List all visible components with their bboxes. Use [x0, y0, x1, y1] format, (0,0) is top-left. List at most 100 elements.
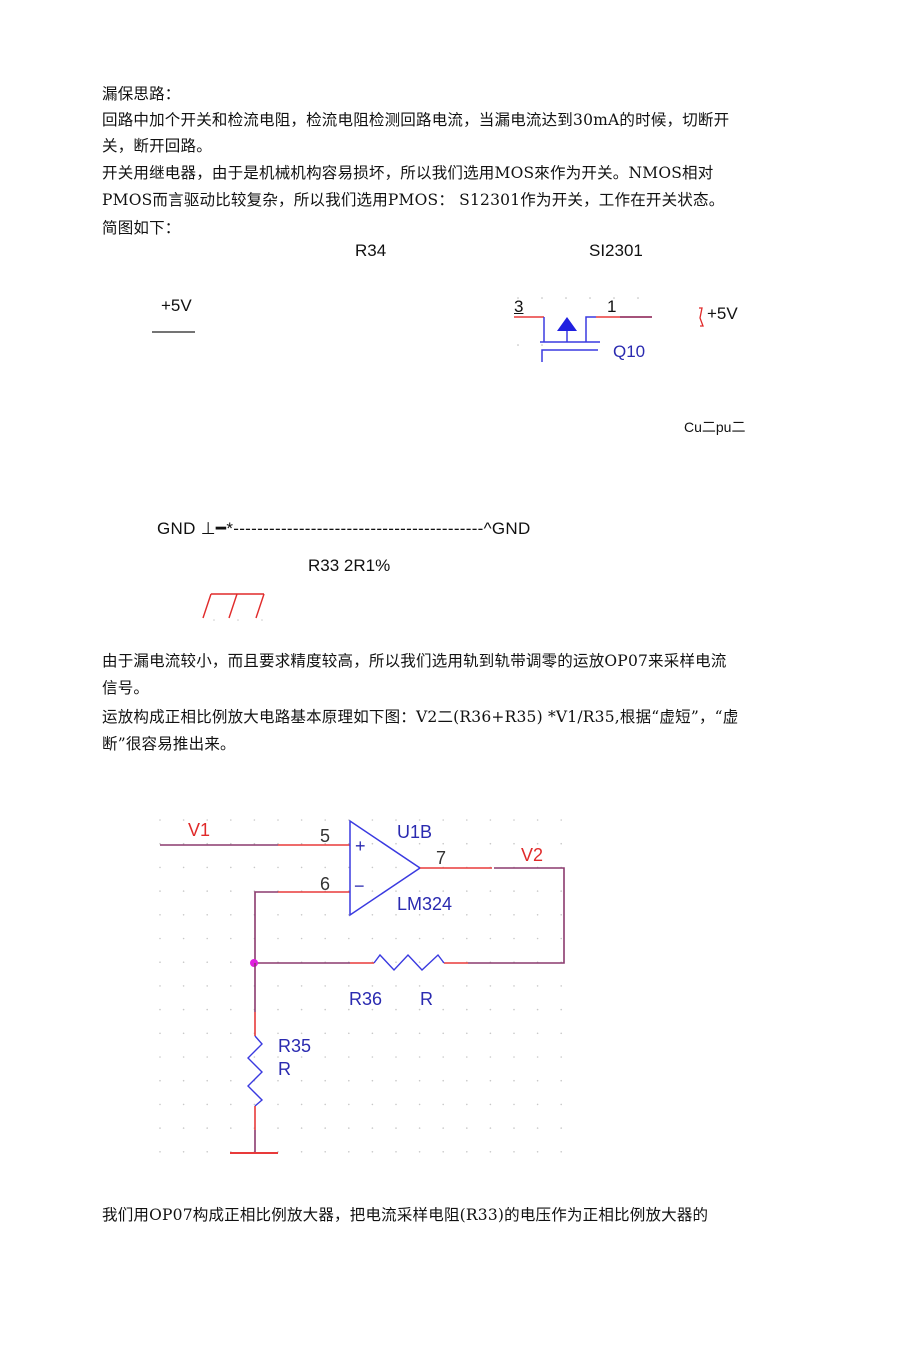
grid-dot	[442, 1032, 445, 1035]
grid-dot	[159, 1008, 161, 1011]
grid-dot	[489, 1008, 492, 1011]
grid-dots	[159, 819, 562, 1153]
grid-dot	[230, 1056, 232, 1058]
grid-dot	[513, 842, 515, 845]
grid-dot	[536, 1151, 539, 1153]
cupu-label: Cu二pu二	[684, 419, 746, 435]
grid-dot	[324, 1127, 326, 1129]
grid-dot	[513, 985, 515, 987]
grid-dot	[395, 937, 397, 940]
u1b-label: U1B	[397, 822, 433, 842]
grid-dot	[348, 1056, 350, 1058]
grid-dot	[418, 1008, 421, 1011]
grid-dot	[159, 937, 161, 940]
grid-dot	[182, 1127, 185, 1129]
grid-dot	[466, 1008, 468, 1011]
paragraph-line: PMOS而言驱动比较复杂，所以我们选用PMOS： S12301作为开关，工作在开…	[102, 191, 725, 209]
grid-dot	[466, 1103, 468, 1106]
grid-dot	[560, 1151, 562, 1153]
grid-dot	[253, 1103, 256, 1106]
grid-dot	[348, 1032, 350, 1035]
mosfet-q10-symbol	[514, 297, 652, 362]
grid-dot	[324, 866, 326, 869]
grid-dot	[206, 914, 208, 916]
grid-dot	[442, 914, 445, 916]
grid-dot	[277, 1103, 279, 1106]
grid-dot	[371, 1032, 374, 1035]
grid-dot	[418, 1056, 421, 1058]
grid-dot	[159, 1151, 161, 1153]
grid-dot	[560, 1056, 562, 1058]
grid-dot	[466, 1127, 468, 1129]
grid-dot	[253, 866, 256, 869]
grid-dot	[466, 1151, 468, 1153]
grid-dot	[230, 866, 232, 869]
grid-dot	[418, 819, 421, 821]
si2301-label: SI2301	[589, 241, 643, 260]
grid-dot	[324, 985, 326, 987]
grid-dot	[159, 1056, 161, 1058]
grid-dot	[371, 1056, 374, 1058]
grid-dot	[489, 914, 492, 916]
grid-dot	[560, 985, 562, 987]
grid-dot	[560, 937, 562, 940]
grid-dot	[513, 1056, 515, 1058]
grid-dot	[348, 1103, 350, 1106]
grid-dot	[277, 914, 279, 916]
grid-dot	[536, 1079, 539, 1082]
grid-dot	[230, 1127, 232, 1129]
paragraph-line: 关，断开回路。	[102, 137, 212, 155]
grid-dot	[277, 1079, 279, 1082]
grid-dot	[371, 1103, 374, 1106]
r35-resistor	[247, 1035, 264, 1107]
grid-dot	[395, 842, 397, 845]
grid-dot	[253, 842, 256, 845]
paragraph-line: 简图如下：	[102, 219, 181, 237]
grid-dot	[371, 1008, 374, 1011]
grid-dot	[466, 1056, 468, 1058]
grid-dot	[489, 937, 492, 940]
grid-dot	[395, 914, 397, 916]
grid-dot	[159, 890, 161, 892]
grid-dot	[442, 985, 445, 987]
r33-label: R33 2R1%	[308, 556, 391, 575]
minus-sign: −	[354, 876, 365, 896]
grid-dot	[371, 937, 374, 940]
v2-wire	[468, 867, 565, 964]
grid-dot	[159, 1103, 161, 1106]
grid-dot	[513, 1008, 515, 1011]
grid-dot	[489, 1151, 492, 1153]
grid-dot	[253, 819, 256, 821]
grid-dot	[348, 1127, 350, 1129]
grid-dot	[513, 1151, 515, 1153]
grid-dot	[300, 1103, 303, 1106]
pin6-label: 6	[320, 874, 331, 894]
grid-dot	[206, 1103, 208, 1106]
pin7-label: 7	[436, 848, 447, 868]
grid-dot	[182, 1079, 185, 1082]
grid-dot	[182, 1008, 185, 1011]
grid-dot	[277, 937, 279, 940]
grid-dot	[489, 1103, 492, 1106]
grid-dot	[489, 1056, 492, 1058]
grid-dot	[277, 985, 279, 987]
grid-dot	[230, 819, 232, 821]
grid-dot	[348, 842, 350, 845]
grid-dot	[442, 1103, 445, 1106]
grid-dot	[513, 914, 515, 916]
grid-dot	[466, 937, 468, 940]
v2-label: V2	[521, 845, 544, 865]
grid-dot	[513, 1127, 515, 1129]
grid-dot	[442, 1079, 445, 1082]
grid-dot	[182, 1056, 185, 1058]
grid-dot	[300, 1151, 303, 1153]
grid-dot	[159, 985, 161, 987]
grid-dot	[536, 1103, 539, 1106]
grid-dot	[513, 819, 515, 821]
lm324-label: LM324	[397, 894, 453, 914]
grid-dot	[348, 985, 350, 987]
grid-dot	[159, 961, 161, 963]
grid-dot	[395, 1032, 397, 1035]
grid-dot	[324, 1032, 326, 1035]
grid-dot	[489, 842, 492, 845]
